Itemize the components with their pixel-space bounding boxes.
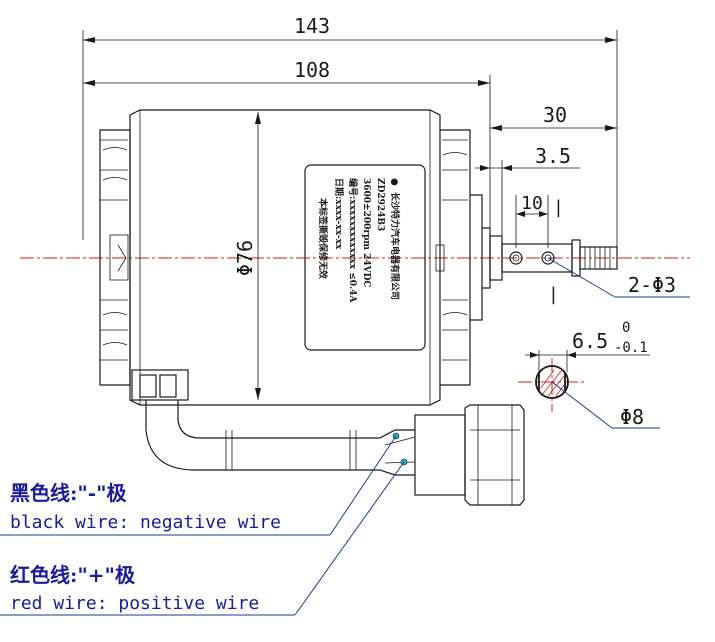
nameplate-model: ZD2924B3 <box>375 178 385 231</box>
nameplate-logo: ● <box>389 178 399 186</box>
black-wire-label-cn: 黑色线:"-"极 <box>10 481 128 505</box>
dim-body-length-text: 108 <box>294 58 330 82</box>
front-end-cap <box>435 129 491 386</box>
red-wire-label-en: red wire: positive wire <box>10 593 259 614</box>
nameplate: ● 长沙特力汽车电器有限公司 ZD2924B3 3600±200rpm 24VD… <box>304 164 426 351</box>
dim-diameter: Φ76 <box>233 112 261 400</box>
dim-overall-length-text: 143 <box>294 14 330 38</box>
dim-hole-spacing: 10 | <box>515 193 564 248</box>
dim-flat-tol-upper: 0 <box>622 320 630 336</box>
dim-shaft-step-text: 3.5 <box>535 144 571 168</box>
dim-holes-text: 2-Φ3 <box>628 273 676 297</box>
dim-flat-width-text: 6.5 <box>572 329 608 353</box>
dim-flat-tol-lower: -0.1 <box>614 340 648 356</box>
shaft-section: 6.5 0 -0.1 Φ8 <box>518 320 660 429</box>
dim-shaft-diameter-text: Φ8 <box>620 405 644 429</box>
motor-body <box>129 109 441 406</box>
nameplate-speed: 3600±200rpm 24VDC <box>361 178 371 288</box>
black-wire-label-en: black wire: negative wire <box>10 512 281 533</box>
dim-body-length: 108 <box>83 58 491 240</box>
wire-labels: 黑色线:"-"极 black wire: negative wire 红色线:"… <box>10 481 281 614</box>
section-mark-top: | <box>553 197 564 218</box>
nameplate-company: 长沙特力汽车电器有限公司 <box>389 192 401 300</box>
dim-shaft-length-text: 30 <box>543 103 567 127</box>
cable-assembly <box>131 369 525 506</box>
dim-overall-length: 143 <box>82 14 618 250</box>
wire-leaders <box>0 435 405 616</box>
nameplate-date: 日期:xxxx-xx-xx <box>333 178 345 250</box>
nameplate-serial: 编号:xxxxxxxxxxxxx ≤0.4A <box>347 178 359 303</box>
dim-shaft-length: 30 <box>490 103 617 131</box>
motor-shaft: | <box>489 235 618 305</box>
red-wire-label-cn: 红色线:"+"极 <box>10 563 136 587</box>
dim-holes: 2-Φ3 <box>547 257 690 298</box>
dim-hole-spacing-text: 10 <box>521 193 543 214</box>
nameplate-warranty: 本标签撕毁保修无效 <box>317 198 329 280</box>
dim-diameter-text: Φ76 <box>233 240 257 276</box>
dim-shaft-step: 3.5 <box>475 144 580 240</box>
section-mark-bottom: | <box>548 284 559 305</box>
